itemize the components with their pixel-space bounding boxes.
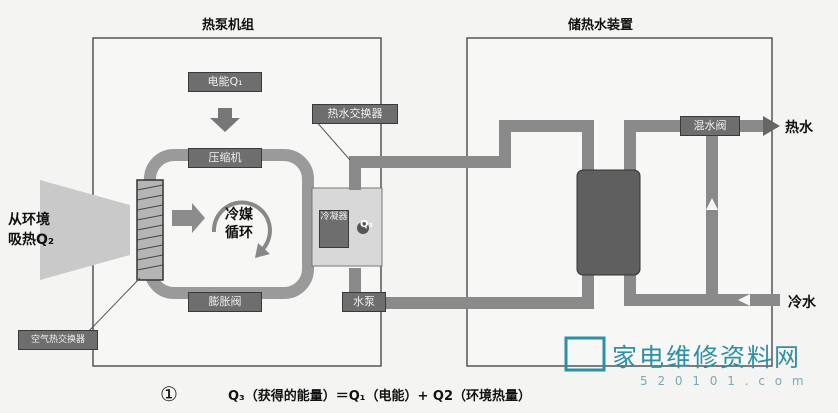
water-pump-tag: 水泵 <box>342 292 386 312</box>
watermark-logo-icon <box>564 336 606 372</box>
air-heat-exchanger-coil <box>136 179 164 281</box>
cold-up-arrow <box>706 198 718 210</box>
figure-number: ① <box>160 382 178 406</box>
compressor-tag: 压缩机 <box>188 148 262 168</box>
energy-formula: Q₃（获得的能量）＝Q₁（电能）+ Q2（环境热量） <box>228 389 532 404</box>
q3-circle <box>357 222 369 234</box>
storage-title: 储热水装置 <box>568 18 634 33</box>
mixing-valve-tag: 混水阀 <box>680 116 740 136</box>
cold-water-label: 冷水 <box>788 295 816 311</box>
expansion-valve-tag: 膨胀阀 <box>188 292 262 312</box>
watermark-url: 5 2 0 1 0 1 . c o m <box>640 374 807 388</box>
electric-down-arrow <box>210 108 240 132</box>
heat-in-arrow <box>172 203 205 233</box>
hot-water-arrow <box>763 116 780 136</box>
hot-water-label: 热水 <box>785 120 813 136</box>
watermark-text: 家电维修资料网 <box>612 343 802 372</box>
cycle-arrowhead <box>255 243 270 258</box>
hot-water-pipe <box>349 120 594 190</box>
tank-cold-inlet-pipe <box>624 272 712 306</box>
air-heat-exchanger-tag: 空气热交换器 <box>18 330 98 350</box>
heat-pump-title: 热泵机组 <box>202 18 255 33</box>
storage-tank <box>576 169 641 276</box>
q3-label: Q₃ <box>360 219 373 230</box>
air-hx-leader <box>87 277 141 333</box>
hot-water-exchanger-tag: 热水交换器 <box>312 104 398 124</box>
cycle-arrow <box>211 200 272 252</box>
condenser-tag: 冷凝器 <box>319 210 349 248</box>
electric-energy-tag: 电能Q₁ <box>188 72 262 92</box>
refrigerant-cycle-label: 冷媒循环 <box>225 207 253 241</box>
return-water-pipe <box>349 268 594 309</box>
absorb-heat-line1: 从环境 <box>8 212 50 228</box>
hx-leader <box>314 119 351 161</box>
cold-left-arrow <box>738 294 750 306</box>
absorb-heat-line2: 吸热Q₂ <box>8 232 55 248</box>
ambient-heat-funnel <box>40 180 130 280</box>
